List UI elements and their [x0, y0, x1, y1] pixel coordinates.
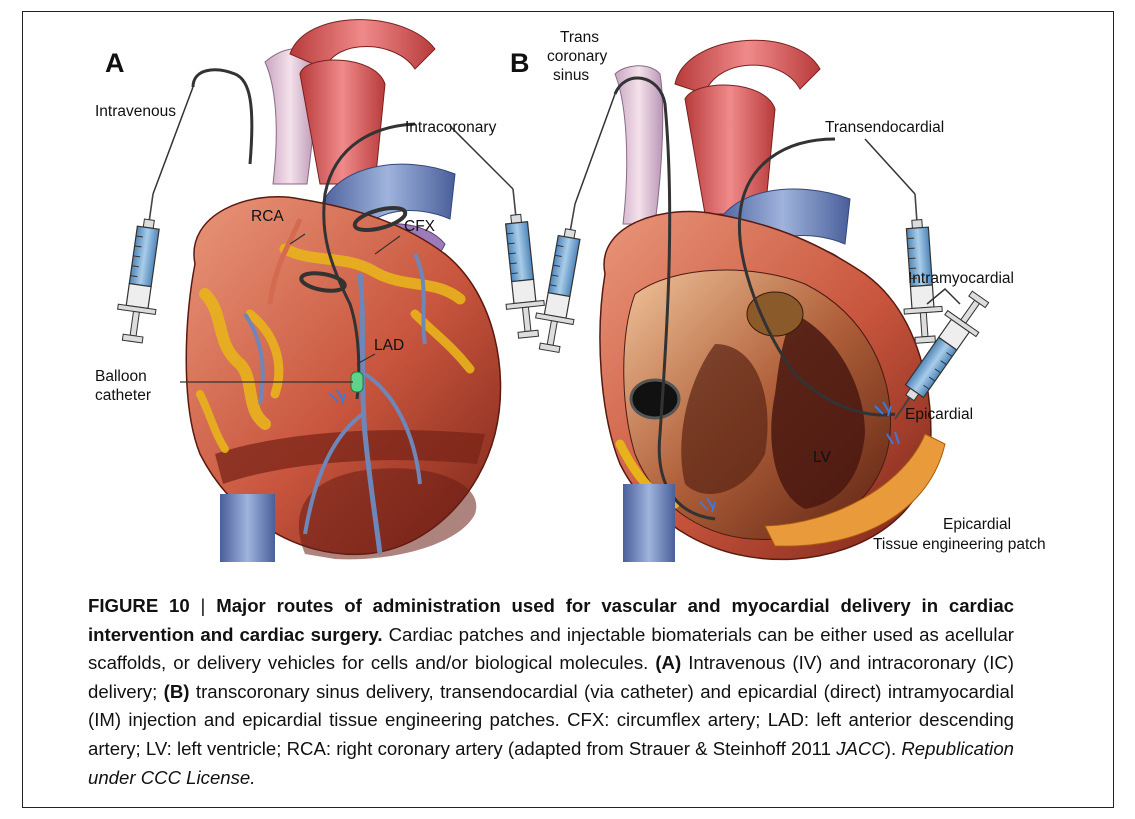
label-patch-1: Epicardial: [943, 516, 1011, 533]
caption-journal: JACC: [836, 738, 885, 759]
syringe-intravenous: [113, 87, 193, 344]
label-trans-1: Trans: [560, 29, 599, 46]
label-transendocardial: Transendocardial: [825, 119, 944, 136]
label-patch-2: Tissue engineering patch: [873, 536, 1046, 553]
caption-text-4: ).: [885, 738, 902, 759]
label-trans-2: coronary: [547, 48, 608, 65]
label-lad: LAD: [374, 337, 404, 354]
figure-number: FIGURE 10: [88, 595, 190, 616]
label-epicardial: Epicardial: [905, 406, 973, 423]
label-trans-3: sinus: [553, 67, 589, 84]
panel-label-a: A: [105, 48, 125, 78]
panel-label-b: B: [510, 48, 530, 78]
label-intracoronary: Intracoronary: [405, 119, 497, 136]
caption-separator: |: [190, 595, 216, 616]
label-cfx: CFX: [404, 218, 436, 235]
label-lv: LV: [813, 449, 831, 466]
panel-a-heart: [186, 20, 500, 562]
figure-caption: FIGURE 10 | Major routes of administrati…: [88, 592, 1014, 792]
label-balloon-2: catheter: [95, 387, 151, 404]
label-rca: RCA: [251, 208, 284, 225]
caption-ref-a: (A): [655, 652, 681, 673]
label-intravenous: Intravenous: [95, 103, 176, 120]
label-intramyocardial: Intramyocardial: [908, 270, 1014, 287]
figure-illustration: A Intravenous Intracoronary RCA CFX LAD …: [75, 14, 1065, 562]
caption-ref-b: (B): [164, 681, 190, 702]
label-balloon-1: Balloon: [95, 368, 147, 385]
